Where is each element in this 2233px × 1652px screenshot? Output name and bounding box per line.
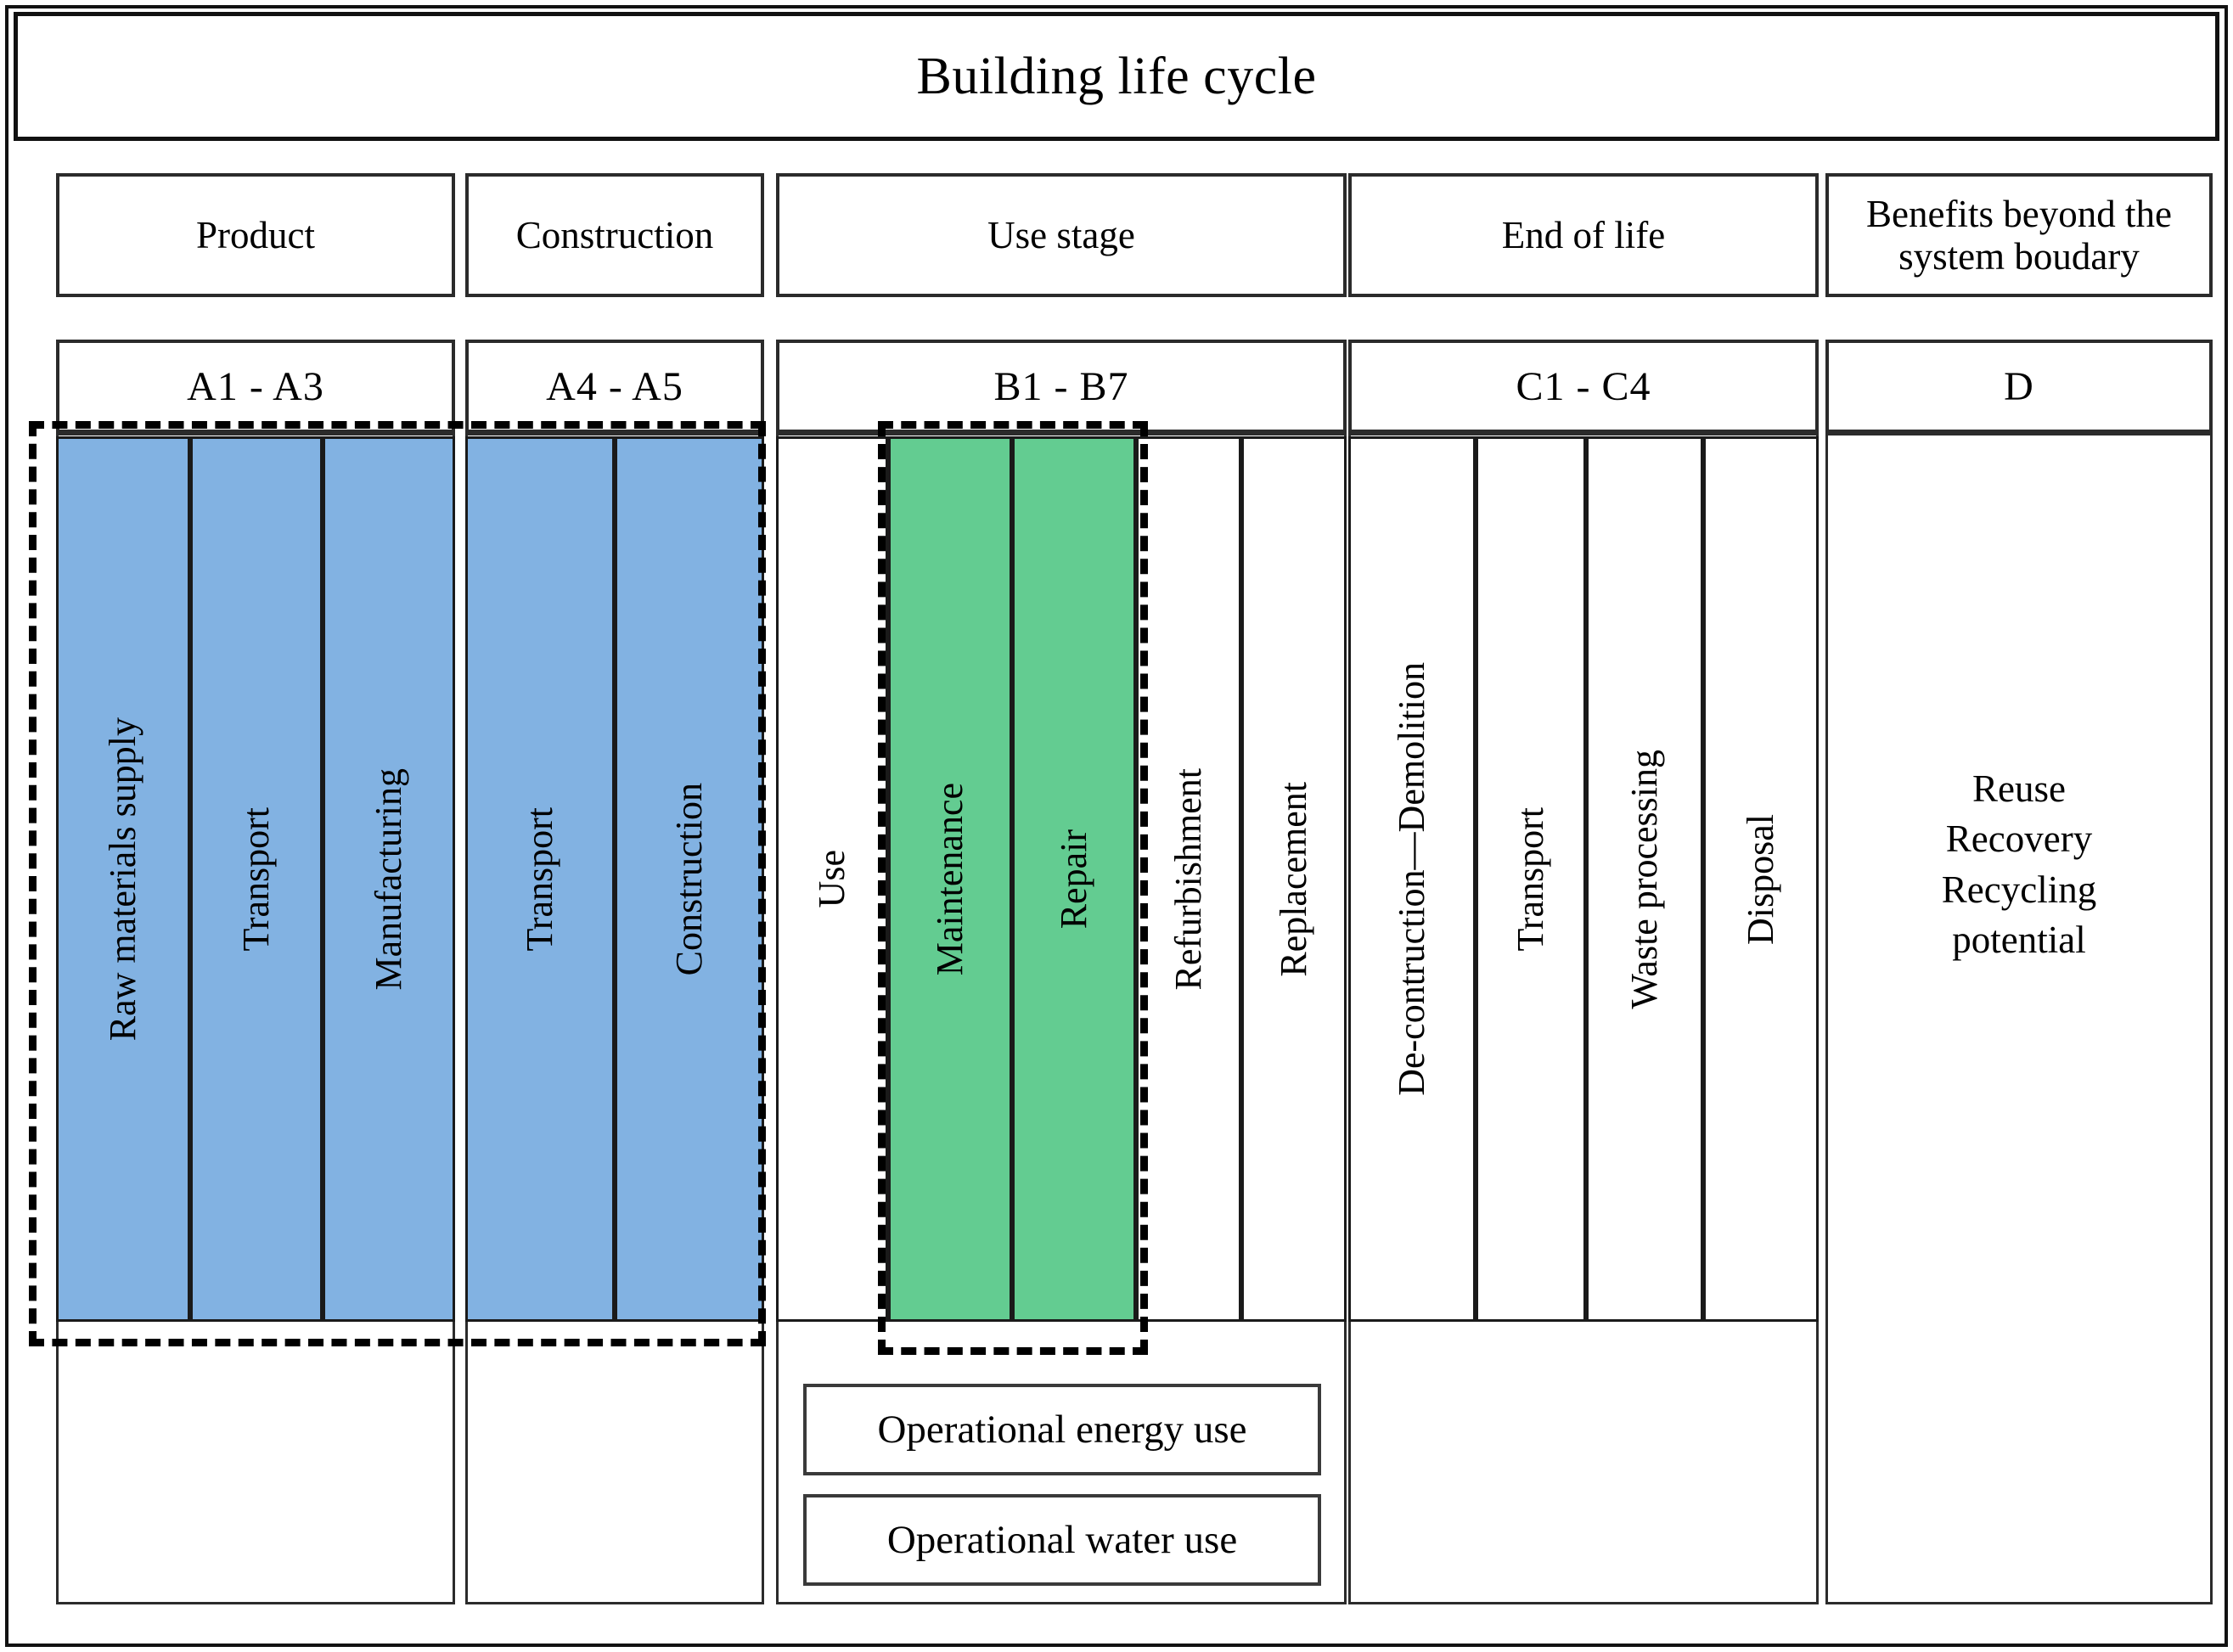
- stage-code-c1-c4-label: C1 - C4: [1516, 363, 1651, 409]
- module-eol-transport: Transport: [1476, 436, 1586, 1322]
- stage-header-use-stage-label: Use stage: [987, 213, 1135, 256]
- module-product-transport: Transport: [190, 436, 323, 1322]
- benefits-text-block: Reuse Recovery Recycling potential: [1825, 764, 2213, 966]
- module-disposal-label: Disposal: [1740, 813, 1781, 945]
- module-use: Use: [776, 436, 888, 1322]
- stage-code-a4-a5: A4 - A5: [465, 340, 764, 433]
- module-maintenance: Maintenance: [888, 436, 1012, 1322]
- module-use-label: Use: [811, 850, 852, 908]
- module-replacement-label: Replacement: [1273, 781, 1314, 977]
- module-refurbishment-label: Refurbishment: [1167, 767, 1209, 991]
- stage-code-d-label: D: [2004, 363, 2034, 409]
- stage-header-use-stage: Use stage: [776, 173, 1347, 297]
- stage-header-construction-label: Construction: [515, 213, 714, 256]
- module-construction: Construction: [615, 436, 764, 1322]
- stage-header-end-of-life: End of life: [1348, 173, 1819, 297]
- stage-header-product-label: Product: [196, 213, 315, 256]
- module-construction-transport-label: Transport: [519, 806, 560, 952]
- stage-header-benefits-label: Benefits beyond the system boudary: [1866, 192, 2172, 278]
- benefits-line-3: Recycling: [1941, 868, 2097, 911]
- module-refurbishment: Refurbishment: [1136, 436, 1241, 1322]
- module-manufacturing: Manufacturing: [323, 436, 455, 1322]
- stage-code-b1-b7: B1 - B7: [776, 340, 1347, 433]
- module-deconstruction-demolition: De-contruction—Demolition: [1348, 436, 1476, 1322]
- benefits-line-1: Reuse: [1972, 767, 2066, 810]
- benefits-line-2: Recovery: [1945, 818, 2093, 861]
- module-raw-materials-supply-label: Raw materials supply: [102, 716, 143, 1042]
- stage-header-product: Product: [56, 173, 455, 297]
- stage-code-a1-a3: A1 - A3: [56, 340, 455, 433]
- module-deconstruction-demolition-label: De-contruction—Demolition: [1391, 662, 1432, 1096]
- module-raw-materials-supply: Raw materials supply: [56, 436, 190, 1322]
- module-construction-transport: Transport: [465, 436, 615, 1322]
- stage-header-construction: Construction: [465, 173, 764, 297]
- module-maintenance-label: Maintenance: [929, 782, 970, 976]
- module-replacement: Replacement: [1241, 436, 1347, 1322]
- module-eol-transport-label: Transport: [1510, 806, 1551, 952]
- module-disposal: Disposal: [1703, 436, 1819, 1322]
- module-construction-label: Construction: [668, 782, 710, 976]
- stage-code-c1-c4: C1 - C4: [1348, 340, 1819, 433]
- operational-water-use-box: Operational water use: [803, 1494, 1321, 1586]
- stage-code-a4-a5-label: A4 - A5: [546, 363, 683, 409]
- stage-code-b1-b7-label: B1 - B7: [993, 363, 1129, 409]
- operational-water-use-label: Operational water use: [886, 1518, 1238, 1562]
- module-waste-processing-label: Waste processing: [1623, 749, 1665, 1009]
- module-repair-label: Repair: [1053, 829, 1094, 930]
- operational-energy-use-label: Operational energy use: [877, 1408, 1247, 1452]
- page-title: Building life cycle: [916, 47, 1317, 105]
- stage-body-benefits: [1825, 433, 2213, 1604]
- stage-code-d: D: [1825, 340, 2213, 433]
- stage-header-end-of-life-label: End of life: [1501, 213, 1666, 256]
- diagram-title-bar: Building life cycle: [14, 12, 2219, 141]
- module-product-transport-label: Transport: [235, 806, 277, 952]
- operational-energy-use-box: Operational energy use: [803, 1384, 1321, 1475]
- module-repair: Repair: [1012, 436, 1136, 1322]
- stage-header-benefits: Benefits beyond the system boudary: [1825, 173, 2213, 297]
- benefits-line-4: potential: [1952, 919, 2086, 962]
- module-manufacturing-label: Manufacturing: [368, 767, 409, 991]
- stage-code-a1-a3-label: A1 - A3: [187, 363, 324, 409]
- module-waste-processing: Waste processing: [1586, 436, 1703, 1322]
